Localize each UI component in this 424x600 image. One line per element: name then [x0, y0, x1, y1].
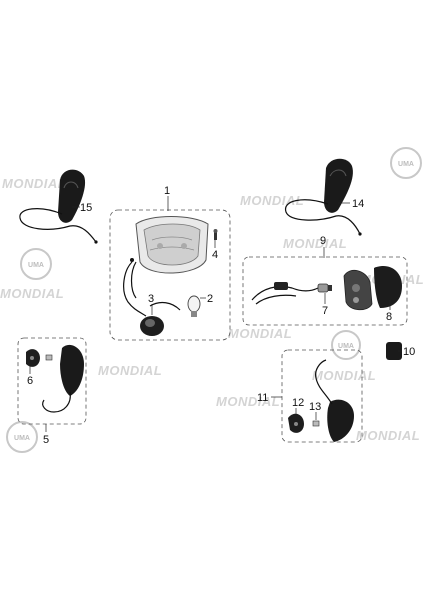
svg-text:UMA: UMA [398, 161, 414, 168]
group-box-taillight [242, 256, 408, 326]
wiring-harness-icon [123, 258, 181, 317]
watermark-brand: MONDIAL [283, 236, 347, 251]
watermark-brand: MONDIAL [2, 176, 66, 191]
uma-logo-icon: UMA [390, 147, 422, 179]
watermark-brand: MONDIAL [228, 326, 292, 341]
taillight-icon [343, 266, 402, 311]
callout-15: 15 [80, 202, 92, 214]
signal-bulb-icon [45, 354, 53, 361]
callout-8: 8 [386, 311, 392, 323]
signal-socket-icon [288, 413, 304, 433]
watermark-brand: MONDIAL [0, 286, 64, 301]
svg-text:UMA: UMA [338, 343, 354, 350]
turn-signal-right-icon [315, 359, 354, 442]
taillight-bulb-icon [317, 283, 332, 293]
callout-9: 9 [320, 235, 326, 247]
signal-socket-icon [26, 349, 40, 367]
headlight-icon [135, 216, 209, 274]
callout-10: 10 [403, 346, 415, 358]
watermark-brand: MONDIAL [216, 394, 280, 409]
turn-signal-left-icon [42, 344, 84, 413]
mirror-left-icon [19, 169, 98, 244]
taillight-wiring-icon [251, 282, 319, 305]
watermark-brand: MONDIAL [356, 428, 420, 443]
callout-11: 11 [257, 392, 268, 404]
uma-logo-icon: UMA [6, 421, 38, 453]
bulb-icon [187, 295, 201, 317]
group-box-headlight [109, 209, 231, 341]
group-box-left-signal [17, 337, 87, 425]
reflector-icon [386, 342, 402, 360]
callout-4: 4 [212, 249, 218, 261]
signal-bulb-icon [312, 420, 320, 427]
svg-text:UMA: UMA [14, 435, 30, 442]
callout-3: 3 [148, 293, 154, 305]
callout-6: 6 [27, 375, 33, 387]
callout-7: 7 [322, 305, 328, 317]
mirror-right-icon [285, 158, 362, 236]
screw-icon [213, 229, 218, 240]
callout-5: 5 [43, 434, 49, 446]
callout-2: 2 [207, 293, 213, 305]
group-box-right-signal [281, 349, 363, 443]
callout-13: 13 [309, 401, 321, 413]
svg-text:UMA: UMA [28, 262, 44, 269]
watermark-brand: MONDIAL [312, 368, 376, 383]
callout-14: 14 [352, 198, 364, 210]
bulb-socket-icon [140, 316, 164, 336]
callout-12: 12 [292, 397, 304, 409]
uma-logo-icon: UMA [331, 330, 361, 360]
callout-1: 1 [164, 185, 170, 197]
watermark-brand: MONDIAL [98, 363, 162, 378]
uma-logo-icon: UMA [20, 248, 52, 280]
